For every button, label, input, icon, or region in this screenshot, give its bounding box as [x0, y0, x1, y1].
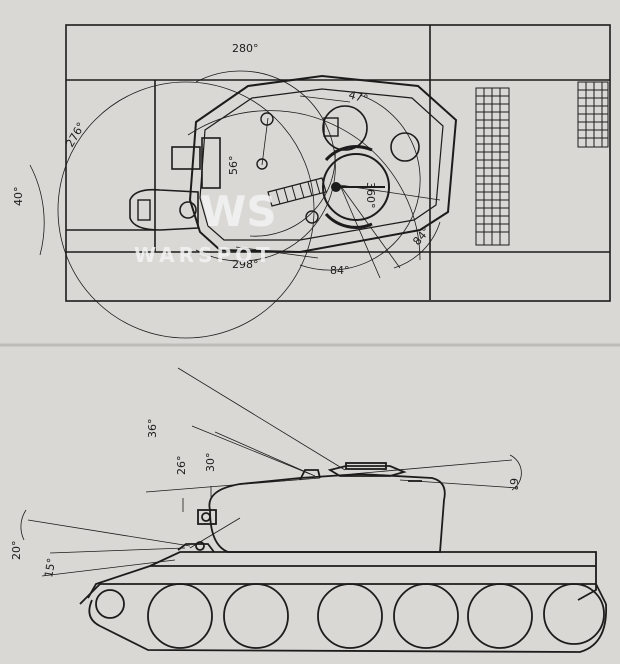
bow-mount	[129, 137, 221, 231]
angle-label-right-low: 84°	[330, 264, 350, 277]
top-view: 280° 276° 40° 47° 56° 360° 298° 84° 84°	[12, 24, 611, 339]
angle-label-upper-mg-mid: 26°	[175, 456, 188, 476]
traverse-arcs	[29, 70, 441, 339]
running-gear	[88, 583, 607, 653]
main-turret-side	[197, 462, 446, 553]
angle-label-rear-depression: 6°	[507, 478, 520, 491]
angle-label-small-turret: 47°	[347, 88, 369, 106]
angle-label-small-elev: 56°	[227, 156, 240, 176]
watermark-brand: WARSPOT	[134, 243, 274, 267]
engine-grilles	[475, 81, 609, 246]
watermark-logo: WS	[200, 187, 277, 236]
angle-label-hull-high: 20°	[10, 541, 23, 561]
angle-label-bow-arc: 40°	[12, 187, 25, 207]
small-turret	[260, 105, 420, 224]
hull-frame	[65, 24, 611, 302]
sight-lines	[20, 367, 522, 577]
angle-label-hull-mg: 276°	[63, 120, 88, 149]
angle-label-turret-front: 280°	[232, 42, 259, 55]
warspot-watermark: WS WARSPOT	[134, 187, 277, 267]
hull-side	[79, 541, 607, 605]
angle-label-hull-low: 15°	[42, 557, 58, 578]
angle-label-turret-gun: 30°	[204, 453, 217, 473]
angle-label-upper-mg-high: 36°	[146, 419, 159, 439]
angle-label-rear-arc: 298°	[232, 258, 259, 271]
side-view: 36° 26° 30° 6° 20° 15°	[10, 367, 607, 653]
mg-mount	[256, 158, 327, 207]
angle-label-main-traverse: 360°	[364, 182, 377, 209]
